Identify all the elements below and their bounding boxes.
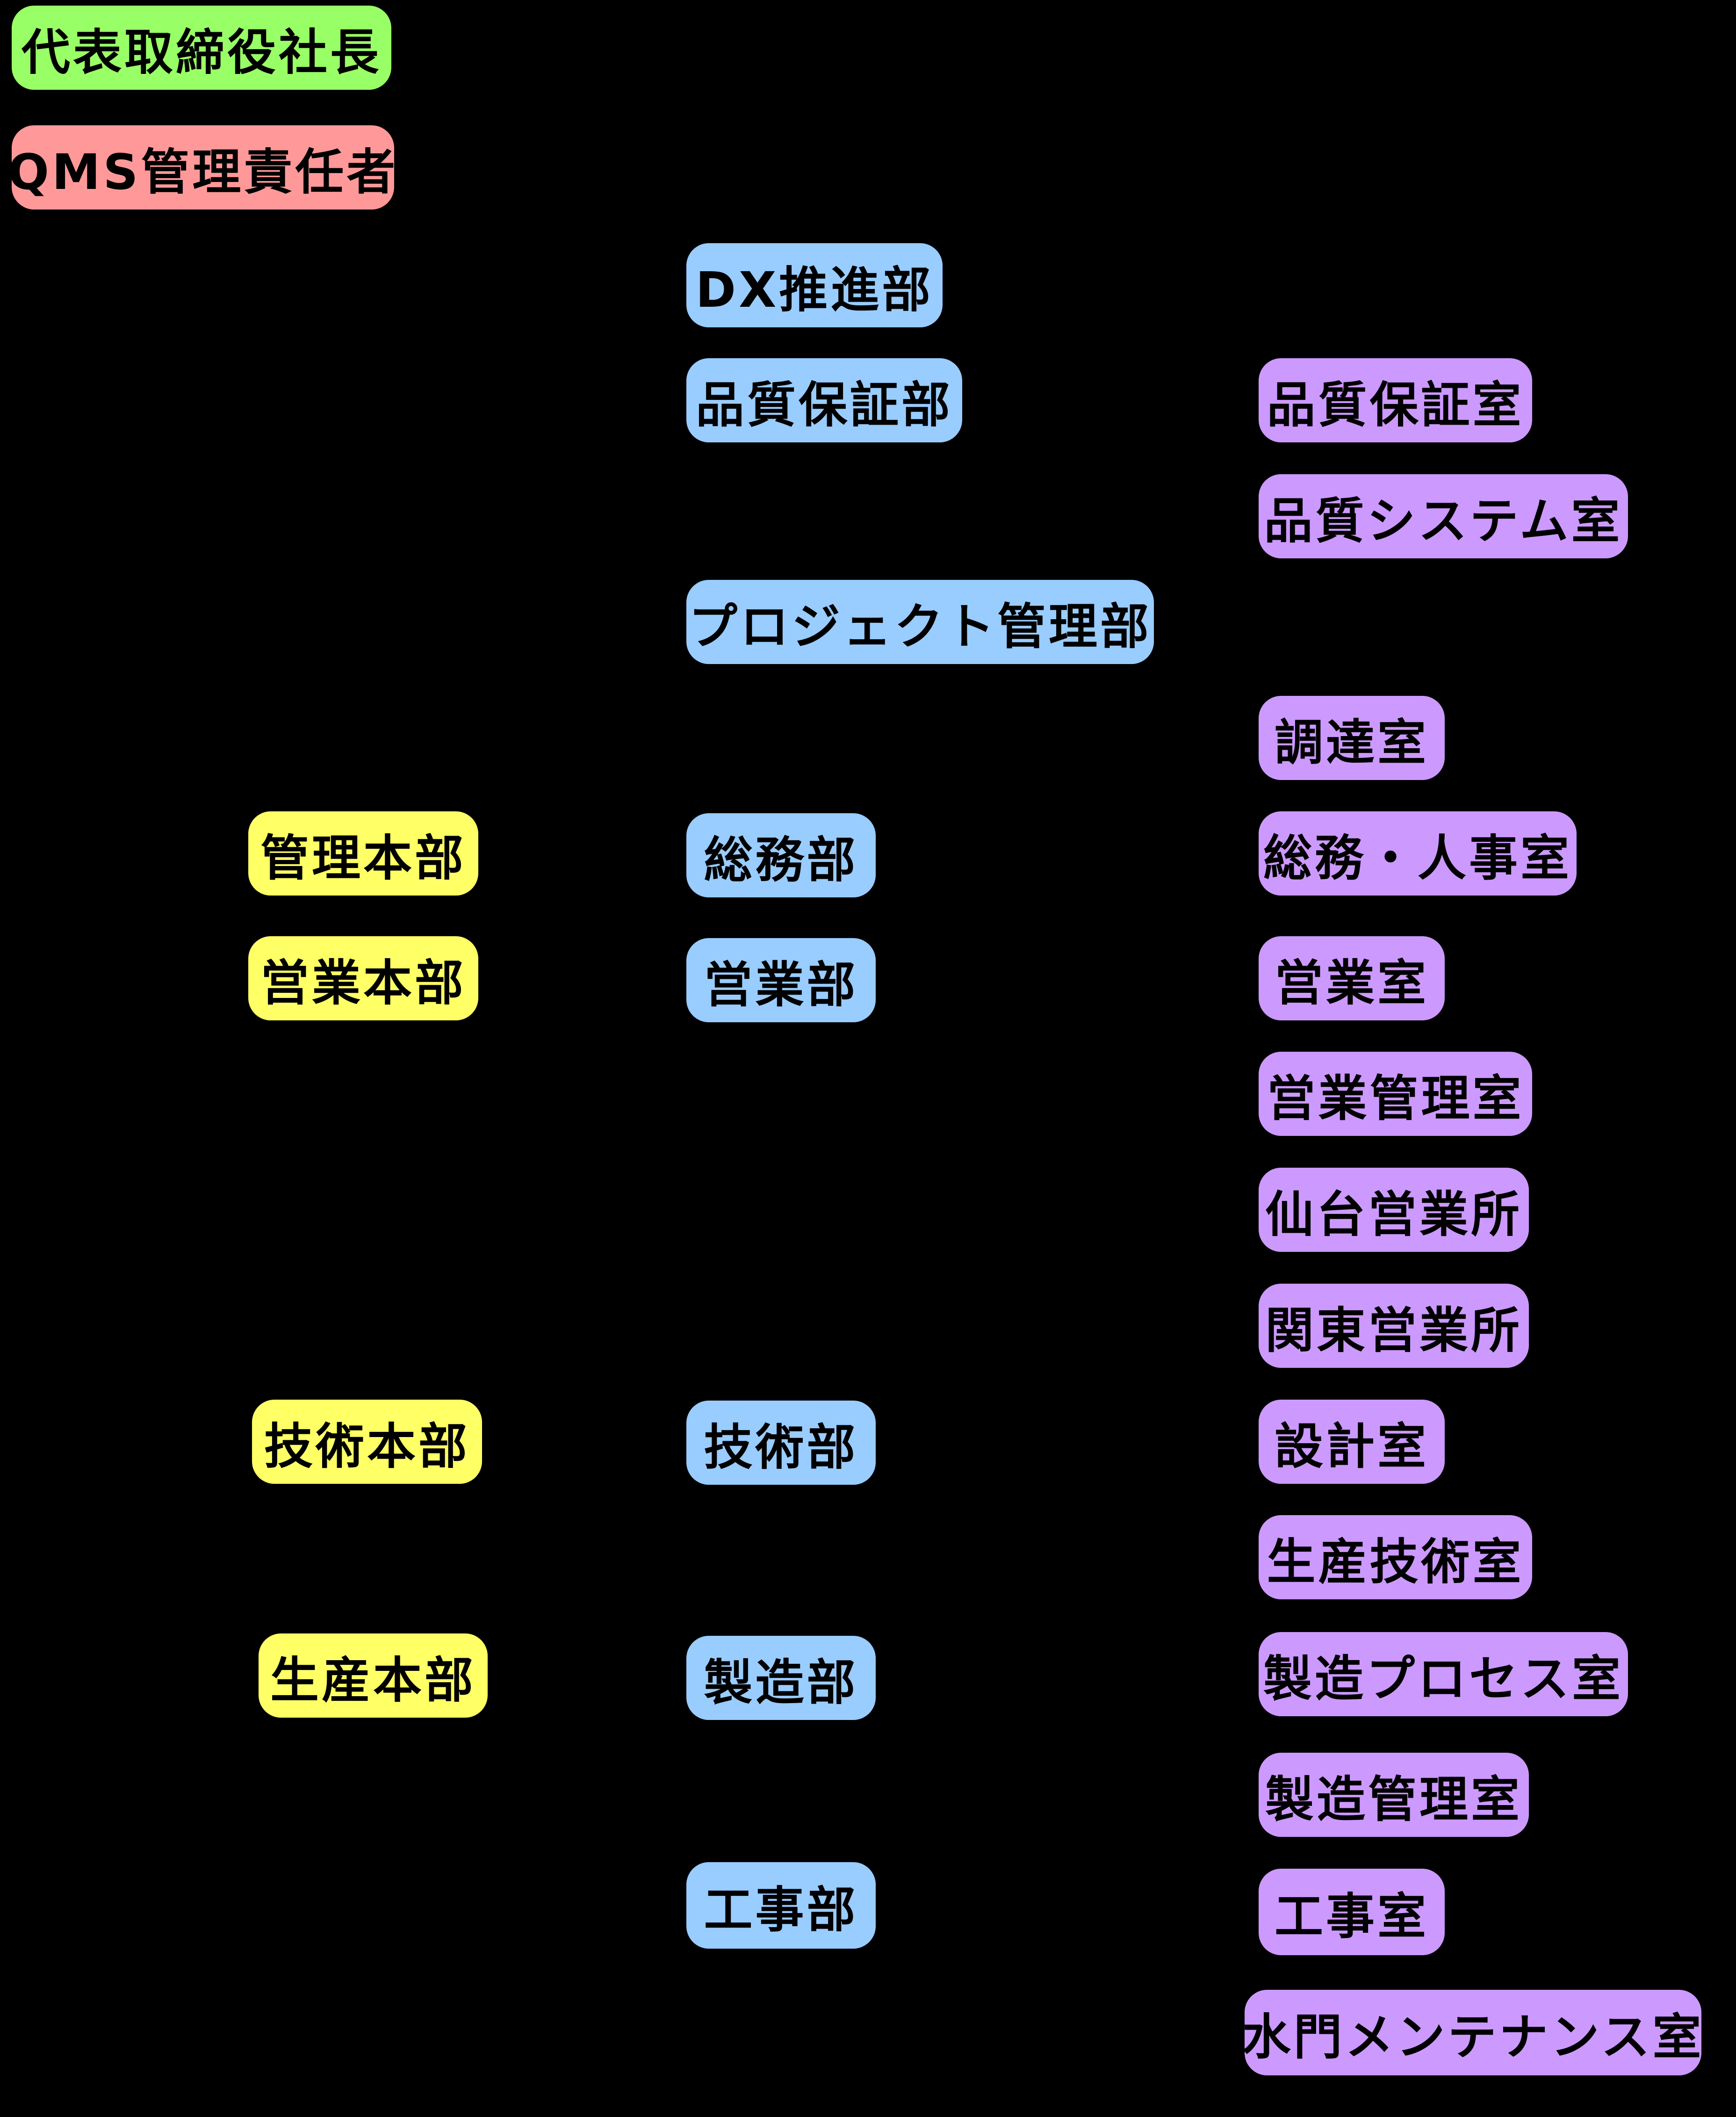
node-sales-headquarters: 営業本部 bbox=[248, 936, 478, 1020]
node-admin-headquarters: 管理本部 bbox=[248, 811, 478, 896]
node-ceo: 代表取締役社長 bbox=[12, 6, 391, 90]
node-manufacturing-process-office: 製造プロセス室 bbox=[1259, 1632, 1628, 1716]
node-manufacturing-dept: 製造部 bbox=[686, 1636, 876, 1720]
node-sales-dept: 営業部 bbox=[686, 938, 876, 1022]
node-production-headquarters: 生産本部 bbox=[259, 1633, 488, 1718]
node-qms-manager: QMS管理責任者 bbox=[8, 125, 395, 210]
node-sendai-sales-branch: 仙台営業所 bbox=[1259, 1168, 1529, 1252]
node-general-affairs-hr-office: 総務・人事室 bbox=[1259, 811, 1577, 896]
node-quality-system-office: 品質システム室 bbox=[1259, 474, 1628, 558]
node-design-office: 設計室 bbox=[1259, 1400, 1445, 1484]
node-general-affairs-dept: 総務部 bbox=[686, 813, 876, 897]
node-kanto-sales-branch: 関東営業所 bbox=[1259, 1284, 1529, 1368]
node-procurement-office: 調達室 bbox=[1259, 696, 1445, 780]
node-production-engineering-office: 生産技術室 bbox=[1259, 1515, 1532, 1599]
node-sluice-gate-maintenance-office: 水門メンテナンス室 bbox=[1242, 1990, 1701, 2075]
node-sales-office: 営業室 bbox=[1259, 936, 1445, 1020]
node-sales-admin-office: 営業管理室 bbox=[1259, 1052, 1532, 1136]
node-dx-promotion-dept: DX推進部 bbox=[686, 243, 943, 327]
node-engineering-dept: 技術部 bbox=[686, 1401, 876, 1485]
node-project-management-dept: プロジェクト管理部 bbox=[686, 580, 1154, 664]
node-manufacturing-admin-office: 製造管理室 bbox=[1259, 1753, 1529, 1837]
node-construction-office: 工事室 bbox=[1259, 1869, 1445, 1955]
node-quality-assurance-office: 品質保証室 bbox=[1259, 358, 1532, 442]
node-construction-dept: 工事部 bbox=[686, 1862, 876, 1949]
node-quality-assurance-dept: 品質保証部 bbox=[686, 358, 962, 442]
node-engineering-headquarters: 技術本部 bbox=[252, 1400, 482, 1484]
